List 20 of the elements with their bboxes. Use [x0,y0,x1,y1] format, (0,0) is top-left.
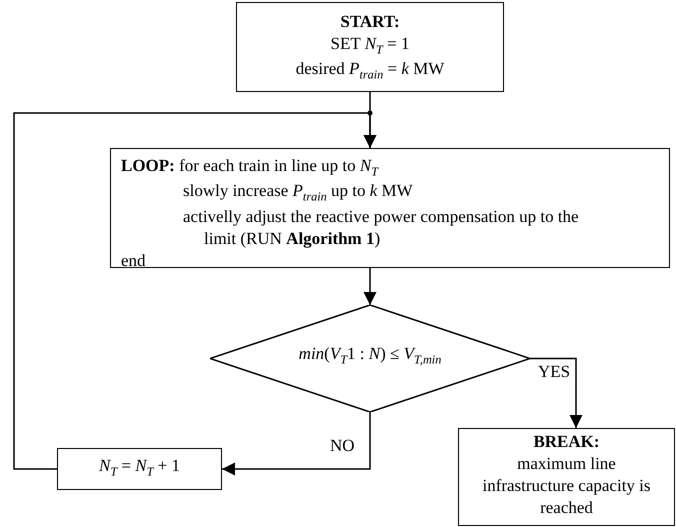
step-text: activelly adjust the reactive power compensation up to the limit (RUN Algorithm 1) [182,206,580,250]
decision-diamond [210,305,530,412]
arrow [13,112,376,470]
arrow [364,268,376,305]
step-text: maximum line infrastructure capacity is reached [481,453,652,520]
step-text: SET N$_{T}$ = 1 [330,33,410,58]
step-text: slowly increase P$_{train}$ up to k MW [182,180,414,206]
step-text: N$_{T}$ = N$_{T}$ + 1 [98,455,181,480]
arrow [222,412,371,476]
heading: START: [339,11,401,33]
step-text: end [121,250,147,272]
loop-box [110,148,670,268]
condition-text: min(V$_{T}$1 : N) ≤ V$_{T,min}$ [298,342,442,368]
start-box [236,2,504,92]
step-text: desired P$_{train}$ = k MW [294,58,446,84]
heading: BREAK: [532,431,601,453]
break-box [458,428,675,526]
step-text: LOOP: for each train in line up to N$_{T}$ [121,155,380,180]
arrow [530,358,582,428]
update-box [57,448,222,490]
